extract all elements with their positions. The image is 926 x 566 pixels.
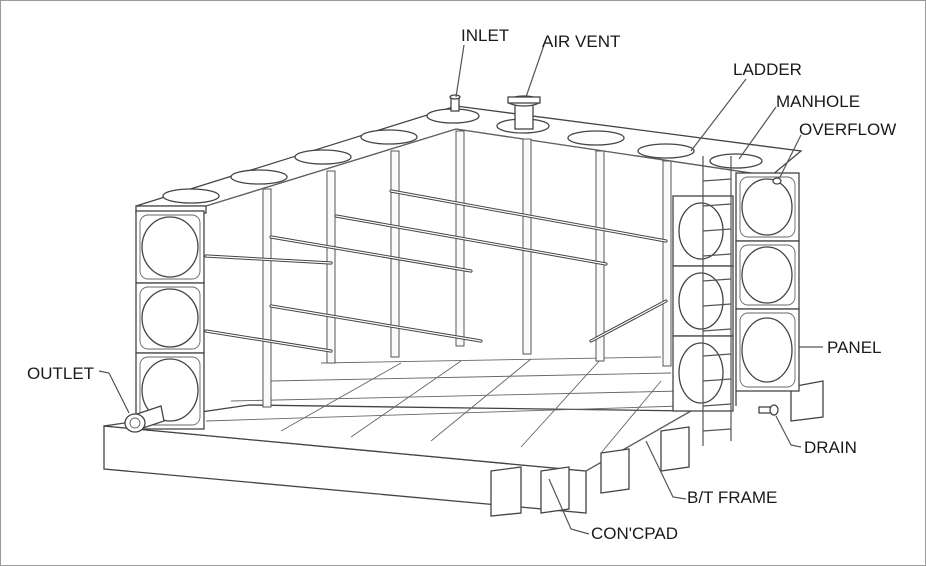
concpad-label: CON'CPAD <box>591 524 678 543</box>
air-vent <box>507 95 541 130</box>
air-vent-label: AIR VENT <box>542 32 620 51</box>
top-panel-ovals <box>162 108 763 204</box>
tie-rods <box>204 189 668 353</box>
overflow-label: OVERFLOW <box>799 120 896 139</box>
inlet-label: INLET <box>461 26 509 45</box>
outlet-pipe <box>124 405 165 433</box>
drain-label: DRAIN <box>804 438 857 457</box>
bt-frame-label: B/T FRAME <box>687 488 777 507</box>
right-wall-panels <box>735 172 800 406</box>
ladder <box>702 156 732 446</box>
outlet-label: OUTLET <box>27 364 94 383</box>
left-wall-panels <box>135 210 205 430</box>
panel-label: PANEL <box>827 338 882 357</box>
leader-lines <box>98 44 823 535</box>
floor-grid <box>205 356 682 454</box>
drain-pipe <box>758 404 779 416</box>
inlet-pipe <box>449 94 461 112</box>
overflow-pipe <box>772 177 782 185</box>
manhole-label: MANHOLE <box>776 92 860 111</box>
ladder-label: LADDER <box>733 60 802 79</box>
